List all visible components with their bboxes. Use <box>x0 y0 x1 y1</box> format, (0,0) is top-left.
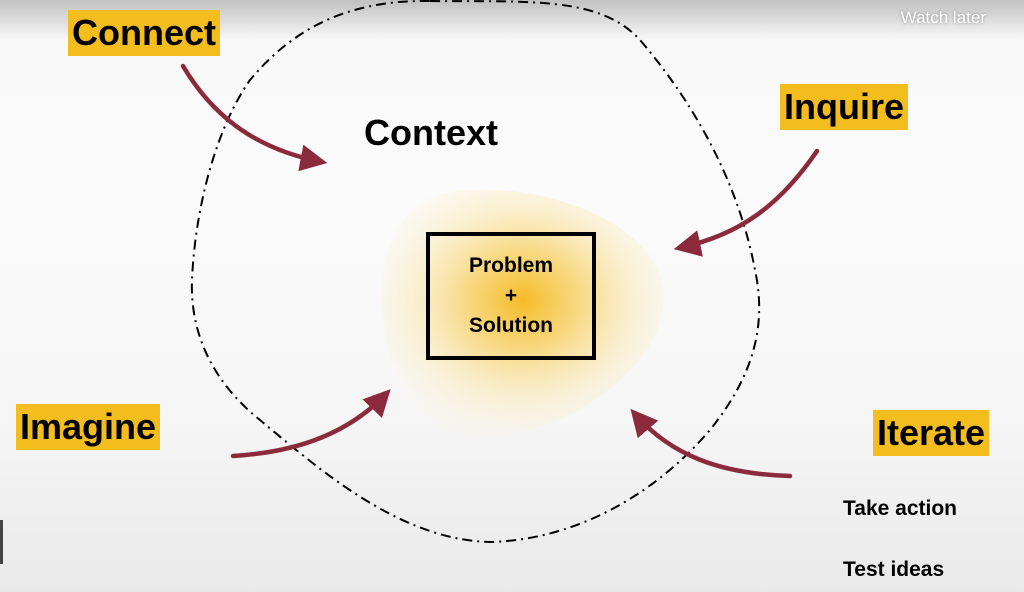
test-ideas-item: Test ideas <box>843 558 945 581</box>
watch-later-button[interactable]: Watch later <box>900 8 986 27</box>
inquire-arrow <box>673 148 820 257</box>
connect-arrow <box>180 63 328 172</box>
imagine-label: Imagine <box>16 404 161 450</box>
problem-text: Problem <box>468 254 554 277</box>
context-boundary <box>190 0 761 544</box>
solution-text: Solution <box>469 314 553 337</box>
iterate-arrow <box>630 408 793 479</box>
problem-solution-box: Problem + Solution <box>426 232 596 360</box>
plus-sign: + <box>504 284 518 307</box>
left-edge-mark <box>0 520 3 564</box>
iterate-label: Iterate <box>873 410 990 456</box>
imagine-arrow <box>230 389 391 459</box>
inquire-label: Inquire <box>780 84 909 130</box>
take-action-item: Take action <box>843 497 957 520</box>
connect-label: Connect <box>68 10 220 56</box>
context-title: Context <box>364 112 498 153</box>
